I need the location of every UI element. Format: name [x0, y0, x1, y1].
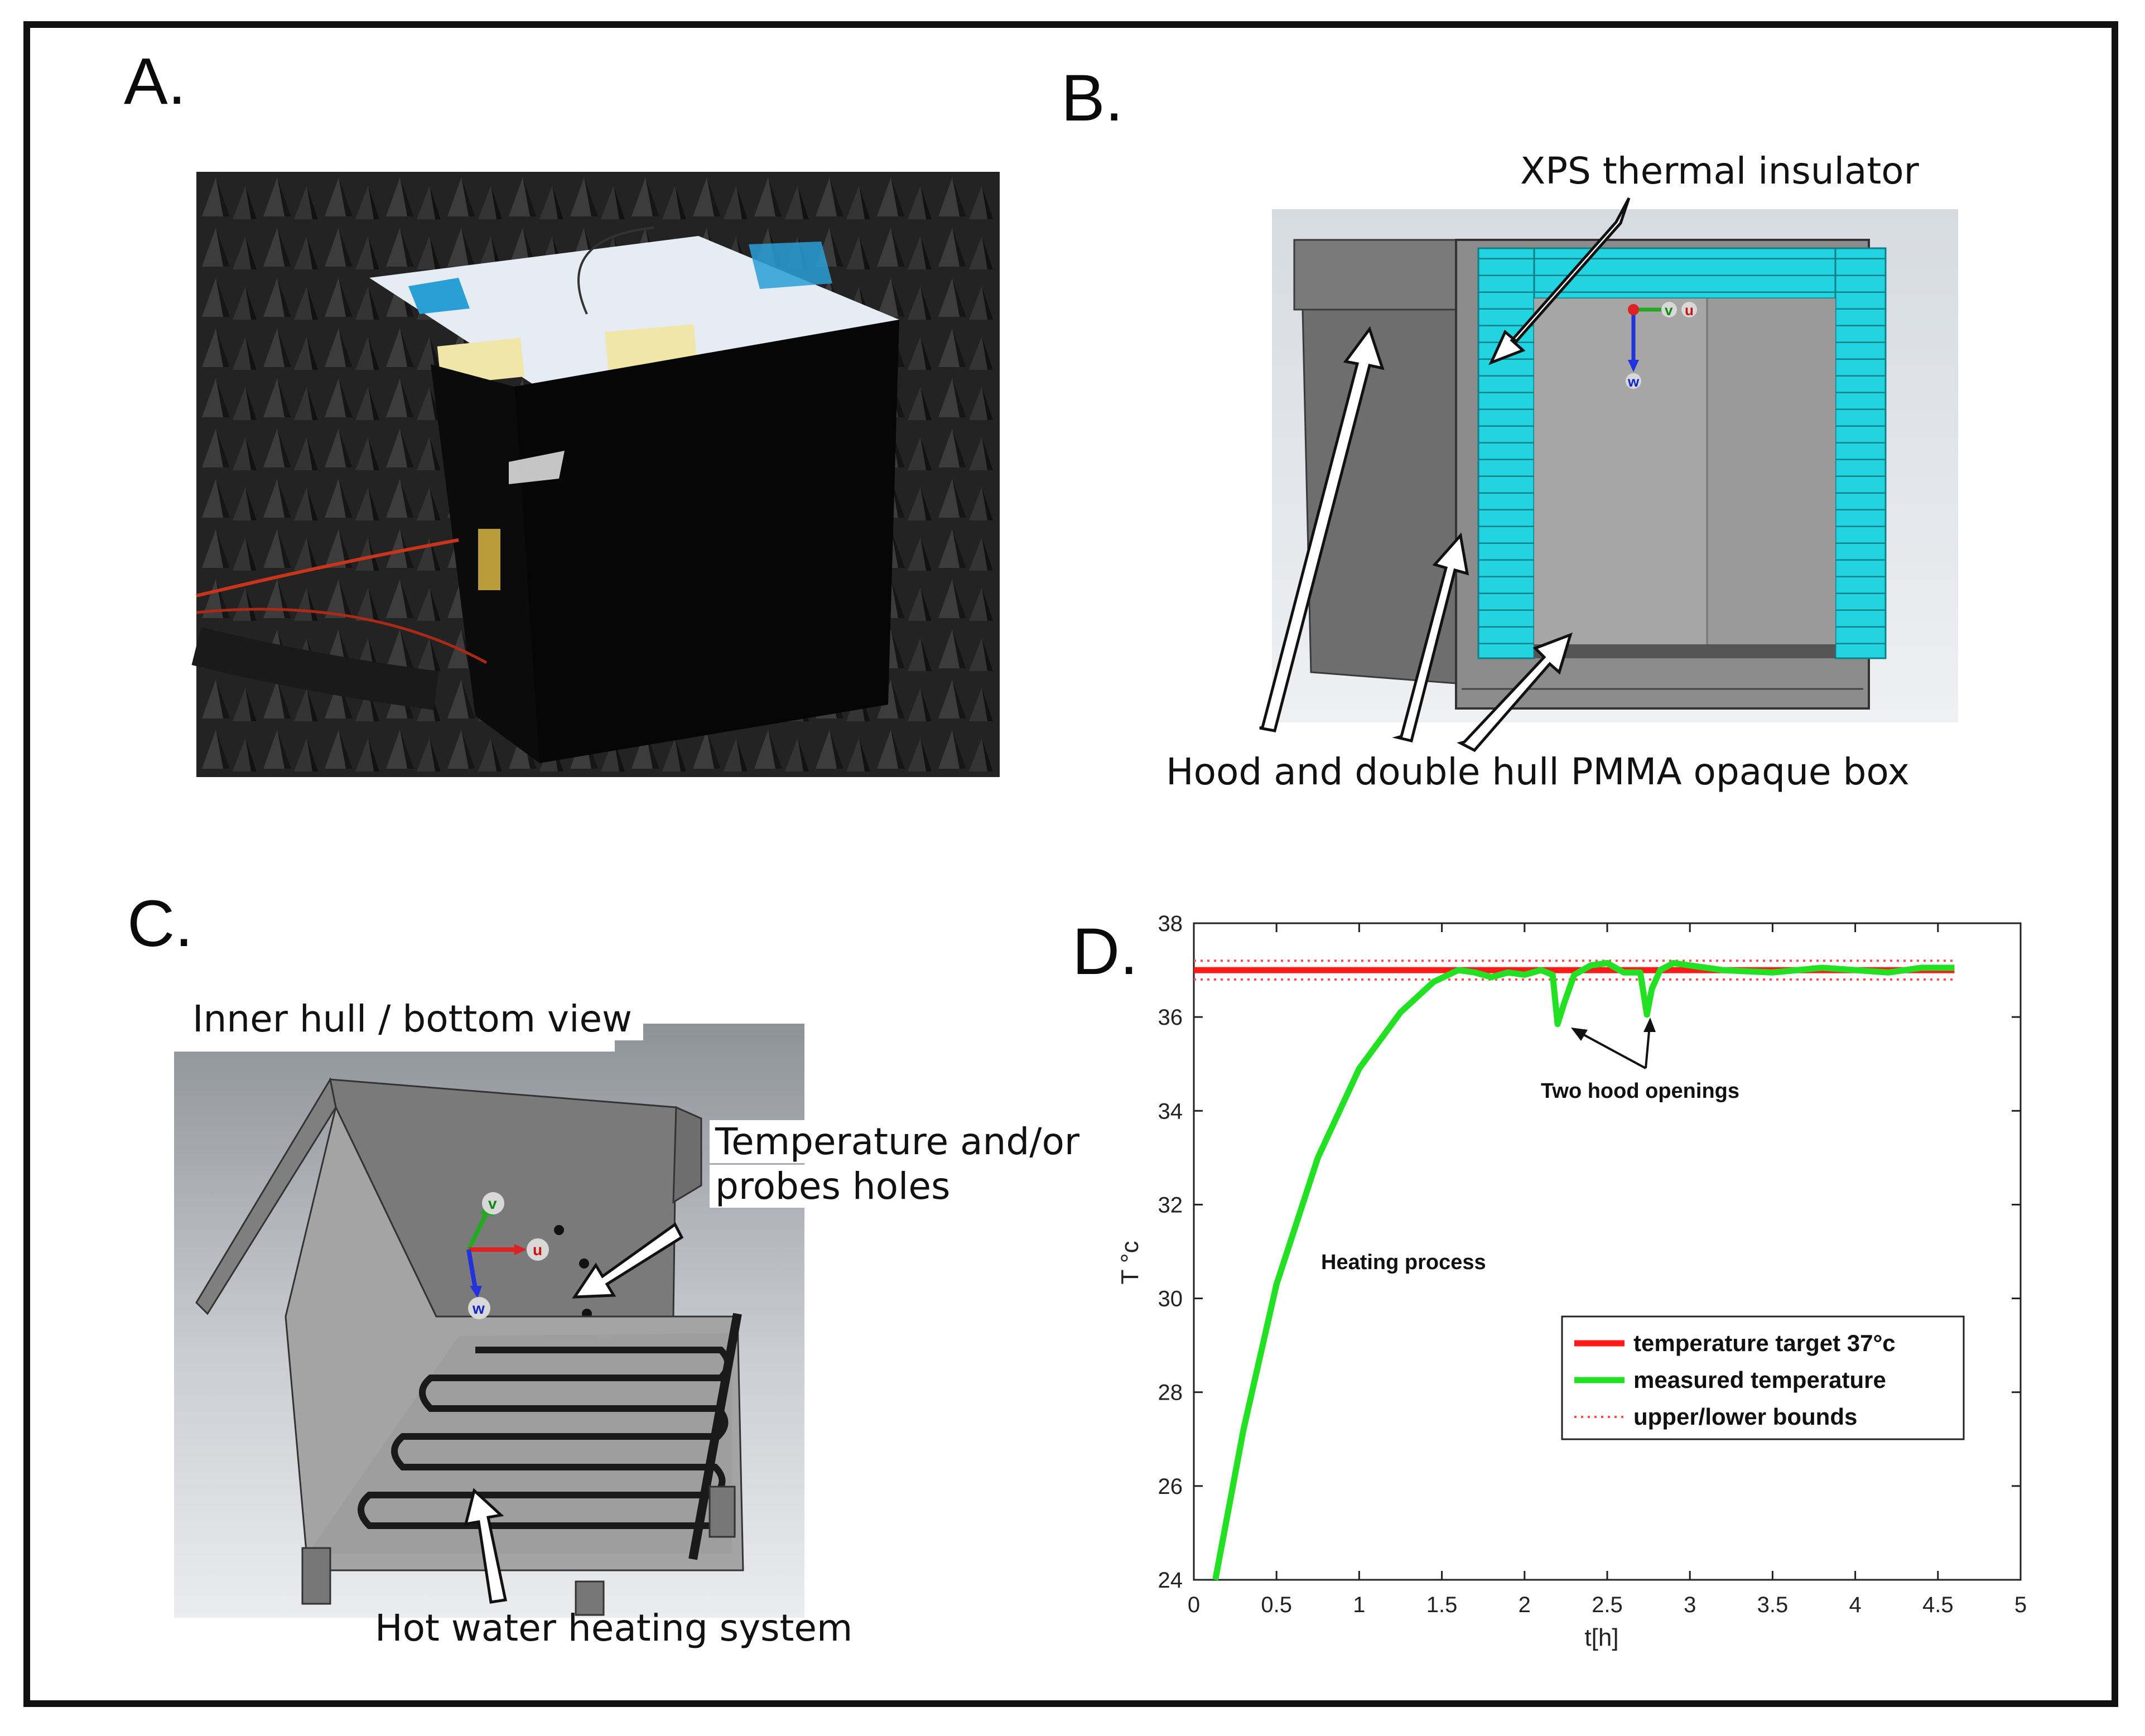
y-tick-label: 38: [1158, 912, 1183, 936]
panel-b-label: B.: [1061, 61, 1124, 135]
annotation-arrowhead-2: [1643, 1018, 1656, 1032]
arrow-heating: [464, 1488, 507, 1604]
xps-left: [1477, 247, 1535, 659]
panel-c-heating-annotation: Hot water heating system: [375, 1607, 853, 1650]
x-tick-label: 5: [2014, 1593, 2027, 1617]
panel-c-label: C.: [127, 887, 193, 961]
panel-c-probes-annotation-line1: Temperature and/or: [710, 1120, 1085, 1163]
panel-d-label: D.: [1072, 915, 1138, 988]
probe-hole: [579, 1258, 589, 1269]
y-tick-label: 28: [1158, 1381, 1183, 1405]
annotation-arrowhead-1: [1571, 1028, 1588, 1041]
b-axis-v: v: [1665, 302, 1673, 319]
x-tick-label: 2: [1519, 1593, 1531, 1617]
heating-coil: [358, 1347, 731, 1529]
x-tick-label: 1: [1353, 1593, 1365, 1617]
arrow-hood-3: [1457, 632, 1573, 753]
arrow-probes: [572, 1222, 684, 1299]
y-tick-label: 36: [1158, 1005, 1183, 1030]
panel-a-photo: [191, 172, 1000, 777]
x-tick-label: 0: [1188, 1593, 1200, 1617]
plot-area: [1193, 922, 2022, 1581]
x-tick-label: 3.5: [1757, 1593, 1789, 1617]
panel-c-probes-annotation-line2: probes holes: [710, 1165, 956, 1208]
figure-frame: [23, 21, 2118, 1707]
panel-b-hood-annotation: Hood and double hull PMMA opaque box: [1166, 750, 1910, 793]
xps-right: [1834, 247, 1887, 659]
b-axis-w: w: [1627, 373, 1640, 390]
annotation-openings: Two hood openings: [1541, 1079, 1739, 1103]
box-front-face: [514, 320, 899, 763]
y-tick-label: 26: [1158, 1474, 1183, 1499]
x-tick-label: 2.5: [1592, 1593, 1623, 1617]
panel-b-cad-diagram: v u w: [1272, 209, 1958, 722]
panel-a-label: A.: [124, 45, 186, 118]
panel-b-xps-annotation: XPS thermal insulator: [1520, 150, 1919, 192]
x-tick-label: 1.5: [1426, 1593, 1458, 1617]
arrow-hood-2: [1392, 532, 1469, 743]
y-tick-label: 34: [1158, 1099, 1183, 1123]
annotation-heating: Heating process: [1321, 1251, 1486, 1274]
legend-entry: temperature target 37°c: [1633, 1330, 1896, 1356]
x-tick-label: 0.5: [1261, 1593, 1292, 1617]
arrow-hood-1: [1259, 326, 1385, 732]
arrow-xps: [1488, 197, 1631, 365]
y-axis-label: T °c: [1116, 1241, 1144, 1285]
panel-c-inner-hull-annotation: Inner hull / bottom view: [192, 997, 644, 1040]
c-axis-u: u: [533, 1241, 542, 1258]
annotation-arrow-1: [1576, 1030, 1646, 1069]
legend-box: [1561, 1315, 1965, 1440]
x-axis-label: t[h]: [1584, 1624, 1618, 1651]
b-axis-u: u: [1685, 302, 1694, 319]
y-tick-label: 32: [1158, 1193, 1183, 1217]
y-tick-label: 30: [1158, 1287, 1183, 1311]
x-tick-label: 3: [1684, 1593, 1696, 1617]
measured-line: [1212, 959, 1955, 1581]
c-axis-w: w: [472, 1300, 485, 1317]
legend-entry: measured temperature: [1633, 1367, 1886, 1393]
probe-hole: [554, 1225, 564, 1235]
annotation-arrow-2: [1645, 1025, 1651, 1069]
x-tick-label: 4.5: [1922, 1593, 1954, 1617]
legend-entry: upper/lower bounds: [1633, 1404, 1857, 1430]
c-axis-v: v: [488, 1195, 497, 1212]
x-tick-label: 4: [1849, 1593, 1861, 1617]
y-tick-label: 24: [1158, 1568, 1183, 1593]
